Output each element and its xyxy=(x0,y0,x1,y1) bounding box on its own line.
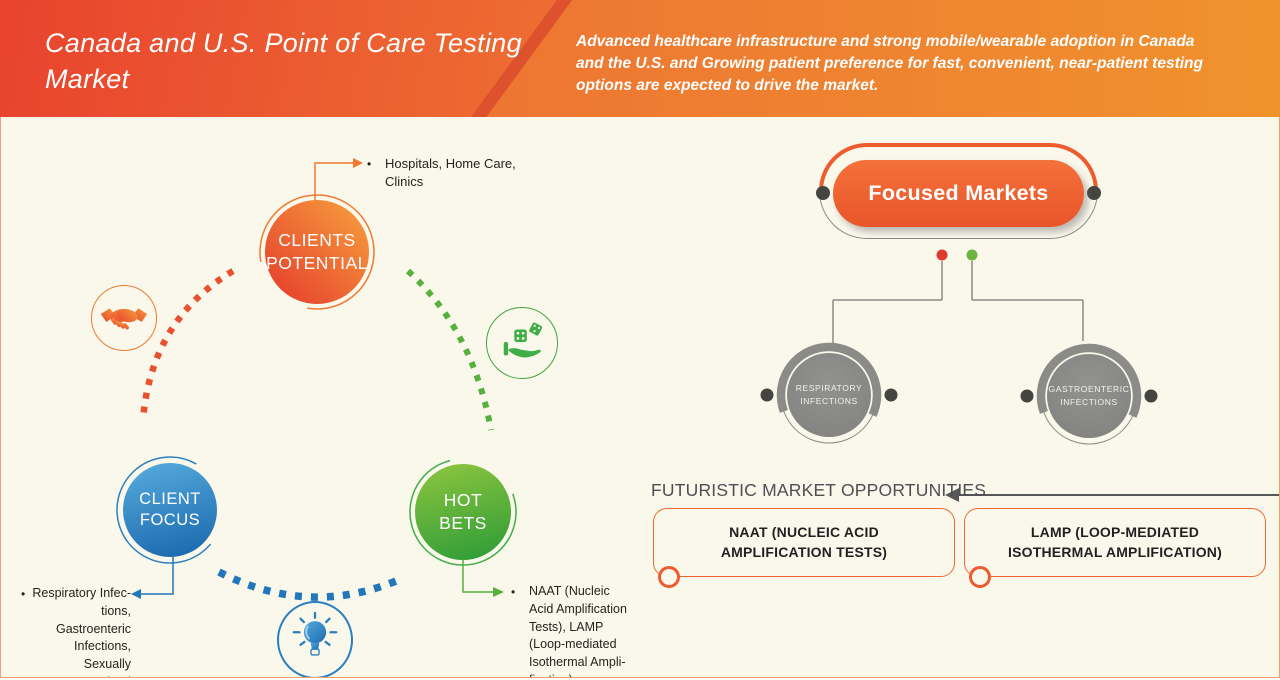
hot-bets-connector xyxy=(462,555,504,597)
futuristic-heading-arrow xyxy=(945,488,1279,502)
page-subtitle: Advanced healthcare infrastructure and s… xyxy=(576,33,1203,94)
opportunity-ring-icon xyxy=(969,566,991,588)
page-title: Canada and U.S. Point of Care Testing Ma… xyxy=(45,28,522,94)
anchor-dot xyxy=(760,388,774,402)
anchor-dot-right xyxy=(1087,186,1101,200)
anchor-dot xyxy=(1144,389,1158,403)
opportunity-box-lamp: LAMP (LOOP-MEDIATED ISOTHERMAL AMPLIFICA… xyxy=(964,508,1266,577)
anchor-dot xyxy=(884,388,898,402)
lightbulb-icon-badge xyxy=(277,601,353,677)
market-node-gastroenteric: GASTROENTERIC INFECTIONS xyxy=(1047,354,1131,438)
market-node-respiratory: RESPIRATORY INFECTIONS xyxy=(787,353,871,437)
bullet-icon: • xyxy=(21,587,26,601)
arrow-right-icon xyxy=(493,587,504,597)
arrow-right-icon xyxy=(353,158,363,168)
note-clients-potential: Hospitals, Home Care, Clinics xyxy=(385,156,516,190)
note-client-focus: Respiratory Infec- tions, Gastroenteric … xyxy=(32,586,131,677)
header-banner: Canada and U.S. Point of Care Testing Ma… xyxy=(0,0,1280,117)
node-clients-potential: CLIENTS POTENTIAL xyxy=(265,200,369,304)
branch-dot-green xyxy=(966,249,978,261)
focused-markets-branches xyxy=(832,249,1084,343)
branch-dot-red xyxy=(936,249,948,261)
blue-dotted-arc xyxy=(217,568,405,601)
node-hot-bets: HOT BETS xyxy=(415,464,511,560)
handshake-icon-badge xyxy=(91,285,157,351)
infographic-canvas: CLIENTS POTENTIAL CLIENT FOCUS HOT BETS xyxy=(0,117,1280,678)
dice-in-hand-icon xyxy=(503,322,543,358)
opportunity-ring-icon xyxy=(658,566,680,588)
note-hot-bets: NAAT (Nucleic Acid Amplification Tests),… xyxy=(529,584,627,677)
handshake-icon xyxy=(100,308,148,330)
dice-in-hand-icon-badge xyxy=(486,307,558,379)
client-focus-connector xyxy=(131,555,174,599)
arrow-left-icon xyxy=(131,589,141,599)
bullet-icon: • xyxy=(367,157,372,171)
bullet-icon: • xyxy=(511,585,516,599)
anchor-dot-left xyxy=(816,186,830,200)
futuristic-heading: FUTURISTIC MARKET OPPORTUNITIES xyxy=(651,480,987,500)
anchor-dot xyxy=(1020,389,1034,403)
orange-dotted-arc xyxy=(139,268,235,421)
header-gradient-band xyxy=(0,0,557,117)
lightbulb-icon xyxy=(292,611,338,656)
clients-potential-connector xyxy=(314,158,363,201)
focused-markets-pill: Focused Markets xyxy=(833,160,1084,227)
node-client-focus: CLIENT FOCUS xyxy=(123,463,217,557)
green-dotted-arc xyxy=(405,268,494,431)
opportunity-box-naat: NAAT (NUCLEIC ACID AMPLIFICATION TESTS) xyxy=(653,508,955,577)
